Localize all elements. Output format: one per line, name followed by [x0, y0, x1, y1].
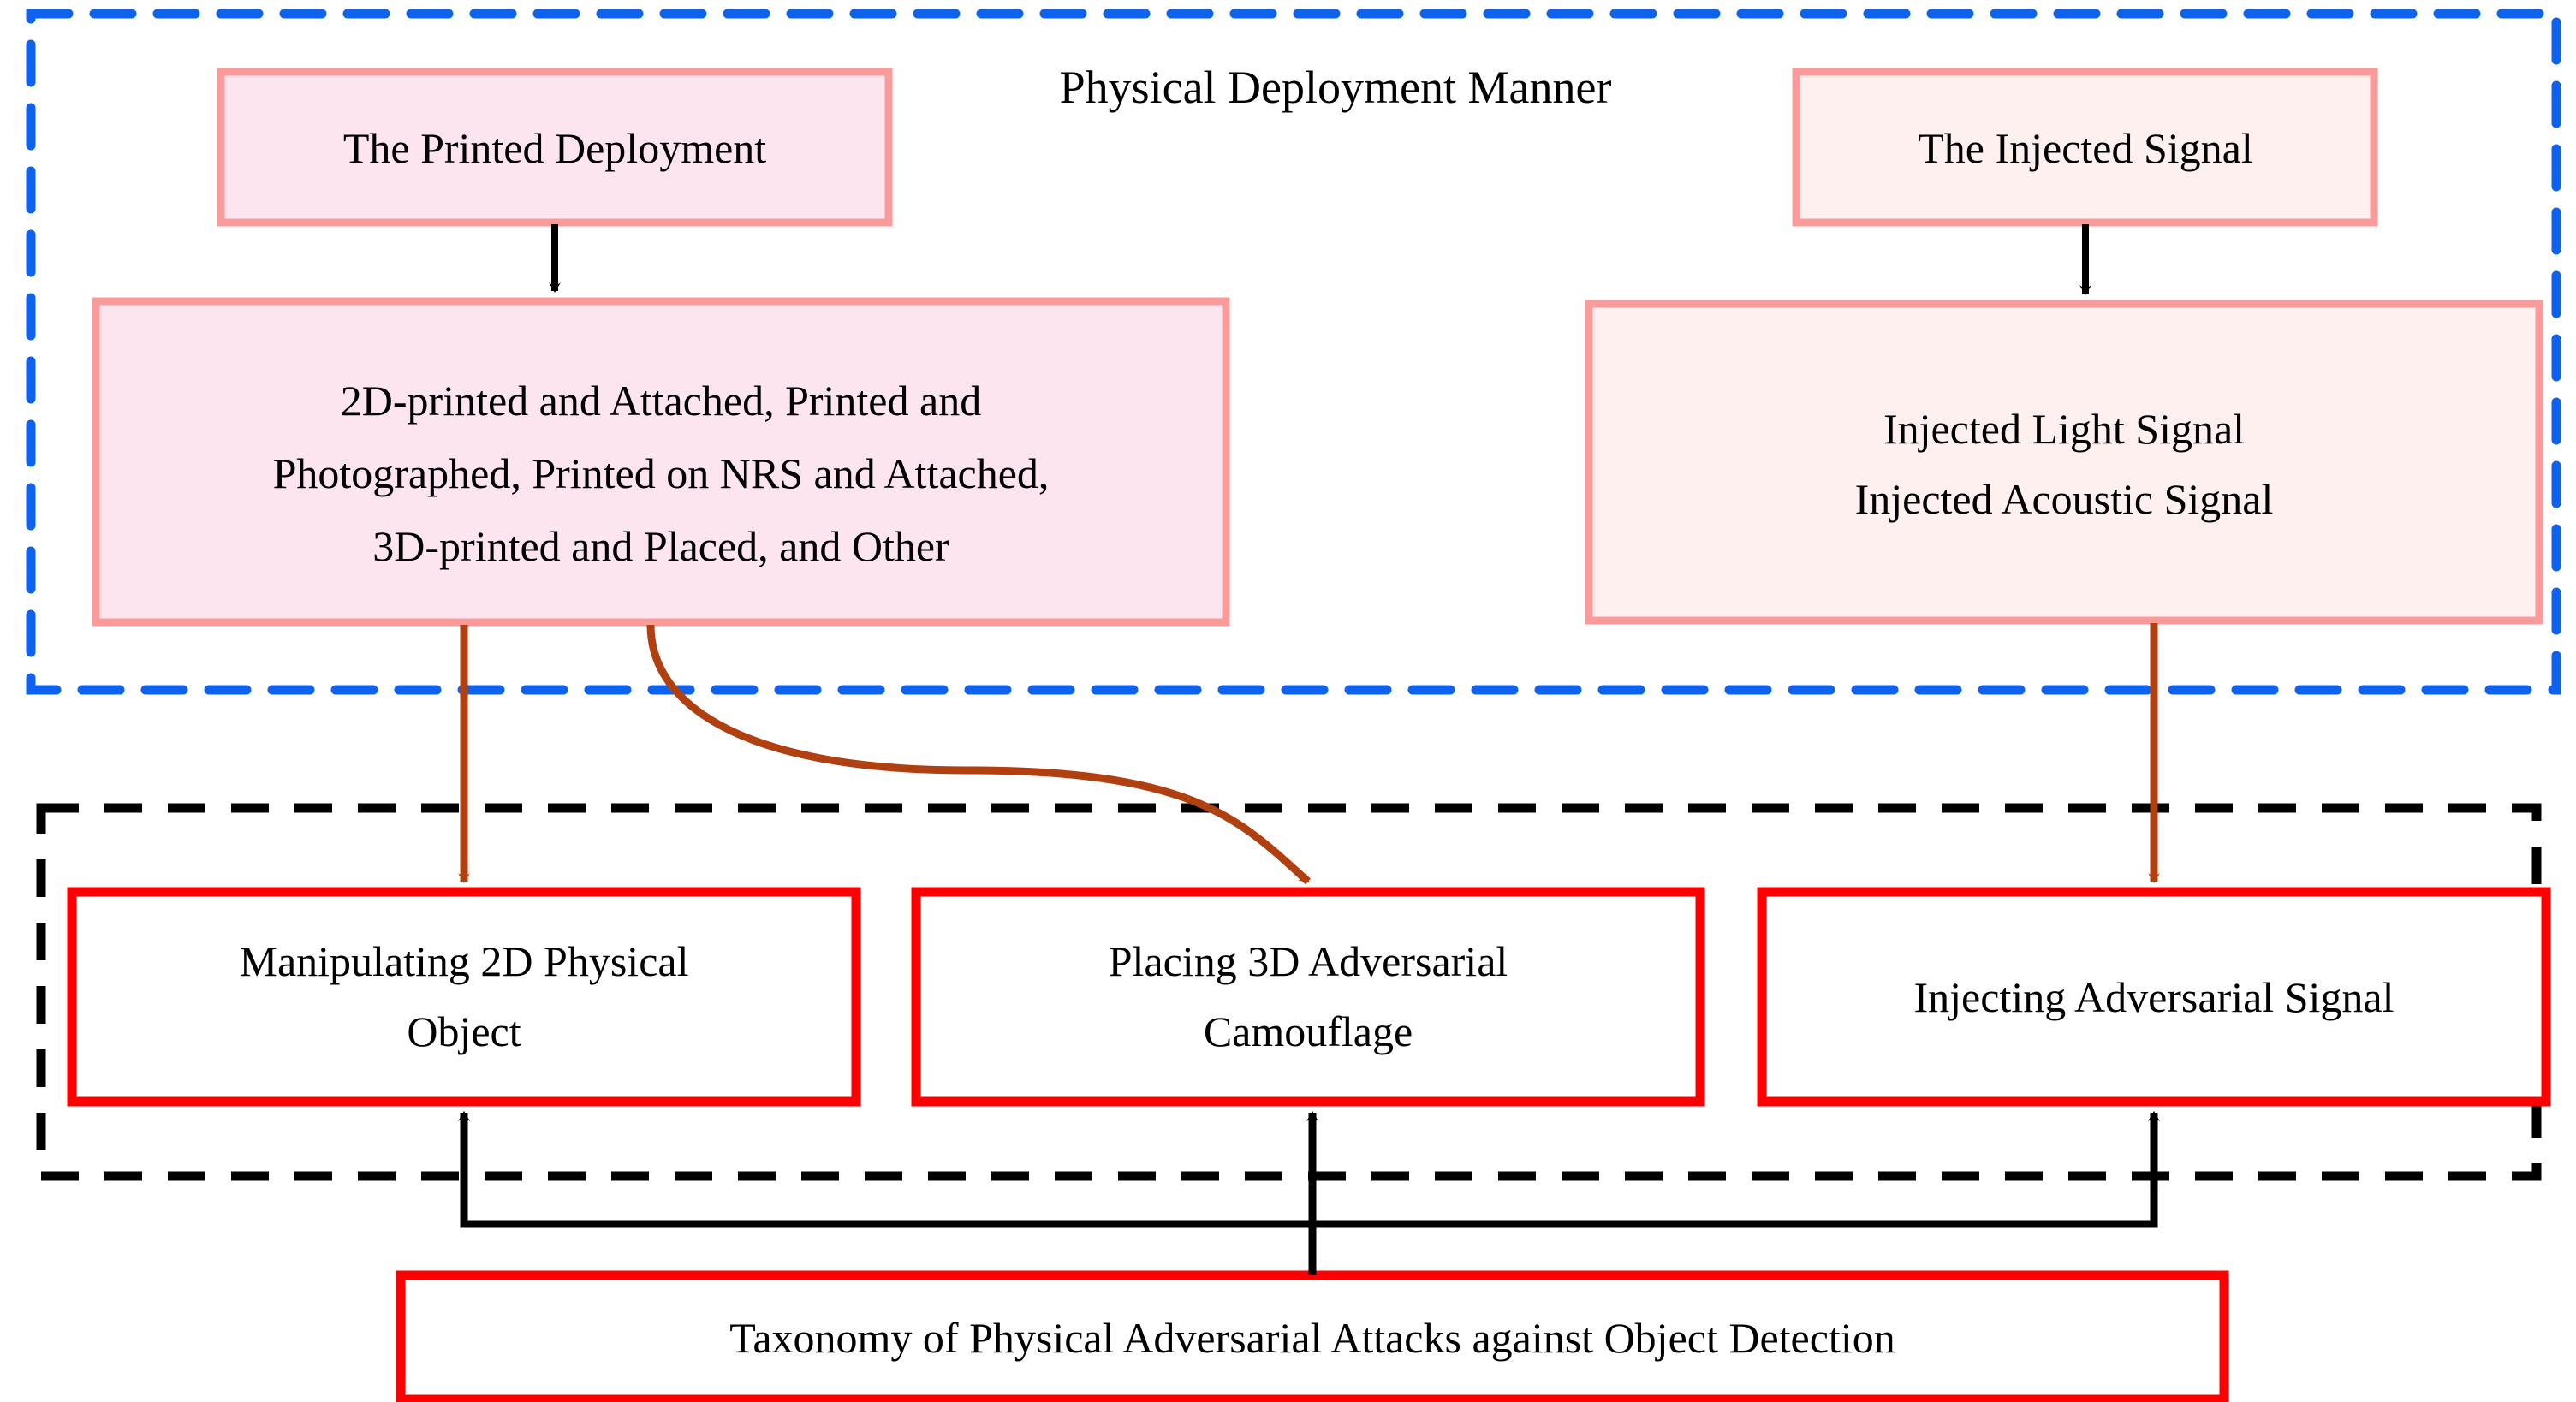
node-injected-signal-details[interactable]: Injected Light Signal Injected Acoustic … — [1585, 300, 2543, 625]
node-printed-deployment-details-box[interactable] — [92, 297, 1230, 627]
node-manipulating-2d-physical-object[interactable]: Manipulating 2D Physical Object — [67, 887, 861, 1107]
node-manipulating-2d-physical-object-line-2: Object — [407, 1007, 521, 1055]
node-manipulating-2d-physical-object-box[interactable] — [67, 887, 861, 1107]
group-title-physical-deployment-manner: Physical Deployment Manner — [1060, 62, 1612, 113]
node-printed-deployment-box[interactable] — [217, 68, 893, 227]
node-placing-3d-adversarial-camouflage-line-2: Camouflage — [1204, 1007, 1413, 1055]
node-injected-signal[interactable]: The Injected Signal — [1792, 68, 2378, 227]
node-printed-deployment-details[interactable]: 2D-printed and Attached, Printed and Pho… — [92, 297, 1230, 627]
node-injected-signal-label: The Injected Signal — [1918, 124, 2253, 172]
node-printed-deployment-details-line-1: 2D-printed and Attached, Printed and — [341, 377, 981, 425]
node-injected-signal-details-box[interactable] — [1585, 300, 2543, 625]
node-injecting-adversarial-signal-label: Injecting Adversarial Signal — [1914, 973, 2395, 1021]
node-printed-deployment[interactable]: The Printed Deployment — [217, 68, 893, 227]
node-injected-signal-box[interactable] — [1792, 68, 2378, 227]
node-injected-signal-details-line-1: Injected Light Signal — [1883, 405, 2245, 453]
node-injecting-adversarial-signal-box[interactable] — [1757, 887, 2551, 1107]
node-taxonomy-root-label: Taxonomy of Physical Adversarial Attacks… — [729, 1314, 1895, 1362]
node-injected-signal-details-line-2: Injected Acoustic Signal — [1855, 475, 2274, 523]
node-printed-deployment-details-line-2: Photographed, Printed on NRS and Attache… — [273, 449, 1050, 497]
node-printed-deployment-label: The Printed Deployment — [343, 124, 766, 172]
group-physical-deployment-manner — [26, 9, 2561, 695]
edge-details-to-camouflage — [646, 624, 1312, 885]
node-placing-3d-adversarial-camouflage-box[interactable] — [911, 887, 1705, 1107]
node-placing-3d-adversarial-camouflage[interactable]: Placing 3D Adversarial Camouflage — [911, 887, 1705, 1107]
edge-taxonomy-to-injecting — [1308, 1111, 2160, 1275]
node-placing-3d-adversarial-camouflage-line-1: Placing 3D Adversarial — [1109, 937, 1508, 985]
node-printed-deployment-details-line-3: 3D-printed and Placed, and Other — [372, 522, 949, 570]
node-injecting-adversarial-signal[interactable]: Injecting Adversarial Signal — [1757, 887, 2551, 1107]
node-manipulating-2d-physical-object-line-1: Manipulating 2D Physical — [240, 937, 689, 985]
node-taxonomy-root[interactable]: Taxonomy of Physical Adversarial Attacks… — [396, 1270, 2229, 1402]
edge-taxonomy-to-manipulating — [458, 1111, 1317, 1275]
